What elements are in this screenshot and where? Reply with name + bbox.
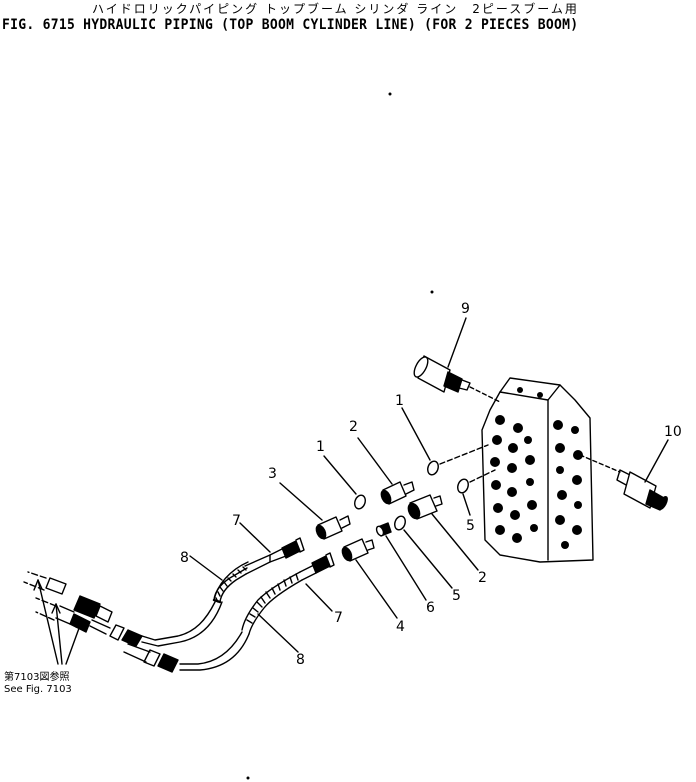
hose-end-fittings-left bbox=[23, 571, 179, 673]
adapter-4 bbox=[341, 538, 375, 562]
o-ring-5-lower bbox=[394, 515, 406, 531]
leader-10 bbox=[644, 439, 669, 483]
callout-7-lower: 7 bbox=[334, 610, 343, 626]
leader-9 bbox=[447, 317, 467, 368]
leader-2-upper bbox=[357, 437, 393, 485]
spiral-guard-8-lower bbox=[241, 571, 303, 635]
callout-9: 9 bbox=[461, 301, 470, 317]
control-valve-block bbox=[481, 377, 594, 563]
callout-1-lower: 1 bbox=[316, 439, 325, 455]
leader-5-upper bbox=[462, 493, 471, 516]
orifice-6 bbox=[375, 522, 392, 537]
reference-note-english: See Fig. 7103 bbox=[4, 684, 72, 695]
hose-run-lower bbox=[179, 631, 243, 665]
figure-title: FIG. 6715 HYDRAULIC PIPING (TOP BOOM CYL… bbox=[2, 17, 579, 33]
callout-8-lower: 8 bbox=[296, 652, 305, 668]
leader-1-lower bbox=[323, 455, 357, 495]
reference-note-japanese: 第7103図参照 bbox=[4, 672, 70, 683]
leader-5-lower bbox=[403, 529, 453, 589]
callout-1-upper: 1 bbox=[395, 393, 404, 409]
leader-6 bbox=[385, 535, 427, 601]
adapter-2-upper bbox=[380, 481, 415, 505]
callout-3: 3 bbox=[268, 466, 277, 482]
hose-7-lower bbox=[299, 552, 335, 581]
spiral-guard-8-upper bbox=[212, 561, 249, 604]
leader-7-lower bbox=[305, 583, 333, 612]
hose-7-upper bbox=[213, 537, 305, 603]
reference-arrows bbox=[33, 579, 84, 665]
leader-8-lower bbox=[257, 613, 299, 653]
callout-labels: 9 1 10 1 2 3 7 8 5 2 5 6 4 7 8 bbox=[180, 301, 682, 668]
o-ring-1-lower bbox=[354, 494, 366, 510]
leader-4 bbox=[355, 559, 398, 619]
callout-5-lower: 5 bbox=[452, 588, 461, 604]
o-ring-5-upper bbox=[457, 469, 496, 494]
callout-10: 10 bbox=[664, 424, 682, 440]
callout-2-upper: 2 bbox=[349, 419, 358, 435]
callout-7-upper: 7 bbox=[232, 513, 241, 529]
o-ring-1-upper bbox=[427, 444, 489, 476]
leader-3 bbox=[279, 482, 323, 521]
figure-title-japanese: ハイドロリックパイピング トップブーム シリンダ ライン 2ピースブーム用 bbox=[92, 2, 579, 16]
leader-7-upper bbox=[239, 522, 271, 553]
callout-6: 6 bbox=[426, 600, 435, 616]
adapter-2-lower bbox=[407, 494, 443, 520]
callout-2-lower: 2 bbox=[478, 570, 487, 586]
leader-8-upper bbox=[189, 555, 223, 581]
reference-note: 第7103図参照 See Fig. 7103 bbox=[4, 672, 72, 696]
leader-1-upper bbox=[401, 407, 431, 461]
callout-8-upper: 8 bbox=[180, 550, 189, 566]
callout-5-upper: 5 bbox=[466, 518, 475, 534]
hose-run-upper bbox=[141, 601, 216, 641]
adapter-3 bbox=[315, 515, 351, 540]
callout-4: 4 bbox=[396, 619, 405, 635]
relief-valve-9 bbox=[413, 355, 501, 403]
leader-2-lower bbox=[431, 513, 479, 571]
relief-valve-10 bbox=[579, 454, 668, 511]
